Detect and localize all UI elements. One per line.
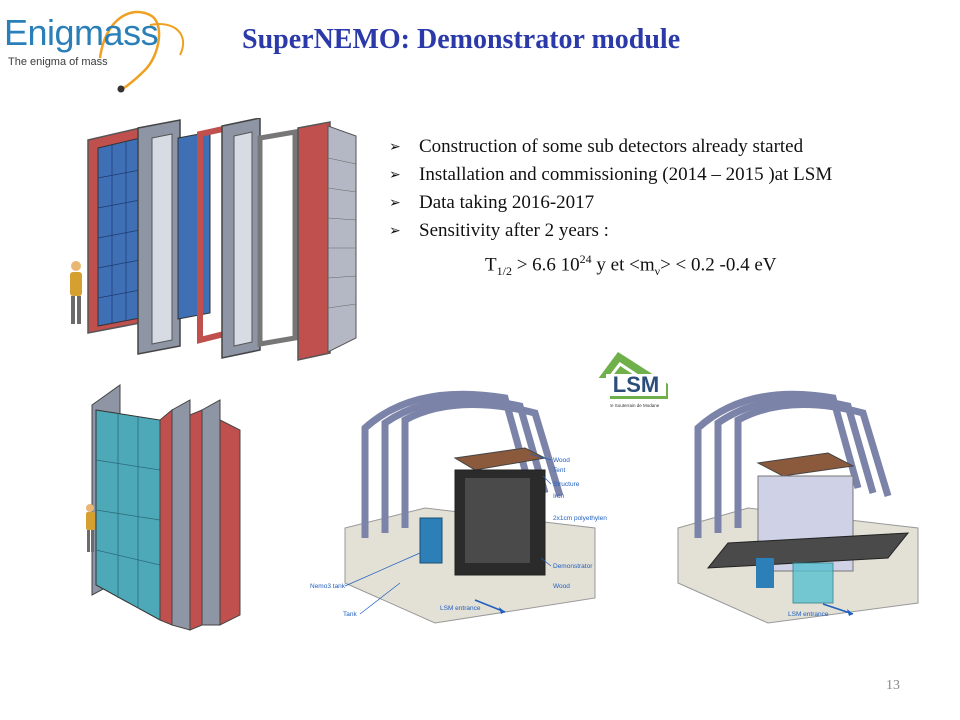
label-nemo3-tank: Nemo3 tank — [310, 583, 346, 590]
label-structure: Structure — [553, 481, 580, 488]
bullet-item: ➢Sensitivity after 2 years : — [389, 217, 954, 245]
exploded-detector-illustration — [70, 118, 357, 361]
lab-installation-illustration: Wood Tent Structure Iron 2x1cm polyethyl… — [305, 378, 610, 633]
arrow-bullet-icon: ➢ — [389, 167, 401, 183]
label-lsm-entrance-right: LSM entrance — [788, 611, 829, 618]
enigmass-logo — [0, 0, 200, 100]
lab-installation-illustration-alt: LSM entrance — [677, 390, 919, 624]
person-figure — [70, 261, 82, 324]
label-tank: Tank — [343, 611, 357, 618]
lsm-logo-subtitle: Laboratoire Souterrain de Modane — [591, 403, 660, 408]
label-wood-bottom: Wood — [553, 583, 570, 590]
bullet-item: ➢Data taking 2016-2017 — [389, 189, 954, 217]
lsm-logo-text: LSM — [613, 372, 659, 397]
assembled-detector-illustration — [86, 384, 241, 631]
logo-wordmark: Enigmass — [4, 12, 159, 53]
label-iron: Iron — [553, 493, 565, 500]
arrow-bullet-icon: ➢ — [389, 195, 401, 211]
label-tent: Tent — [553, 467, 565, 474]
half-life-formula: T1/2 > 6.6 1024 y et <mν> < 0.2 -0.4 eV — [485, 252, 777, 279]
bullet-list: ➢Construction of some sub detectors alre… — [389, 133, 954, 279]
arrow-bullet-icon: ➢ — [389, 223, 401, 239]
logo-tagline: The enigma of mass — [8, 56, 108, 68]
label-demonstrator: Demonstrator — [553, 563, 593, 570]
bullet-item: ➢Installation and commissioning (2014 – … — [389, 161, 954, 189]
page-number: 13 — [886, 678, 900, 693]
logo-swirl-icon — [98, 10, 185, 93]
bullet-item: ➢Construction of some sub detectors alre… — [389, 133, 954, 161]
person-figure — [86, 504, 95, 552]
arrow-bullet-icon: ➢ — [389, 139, 401, 155]
label-polyethylene: 2x1cm polyethylen — [553, 515, 607, 522]
label-wood-top: Wood — [553, 457, 570, 464]
label-lsm-entrance: LSM entrance — [440, 605, 481, 612]
slide-title: SuperNEMO: Demonstrator module — [242, 24, 681, 55]
